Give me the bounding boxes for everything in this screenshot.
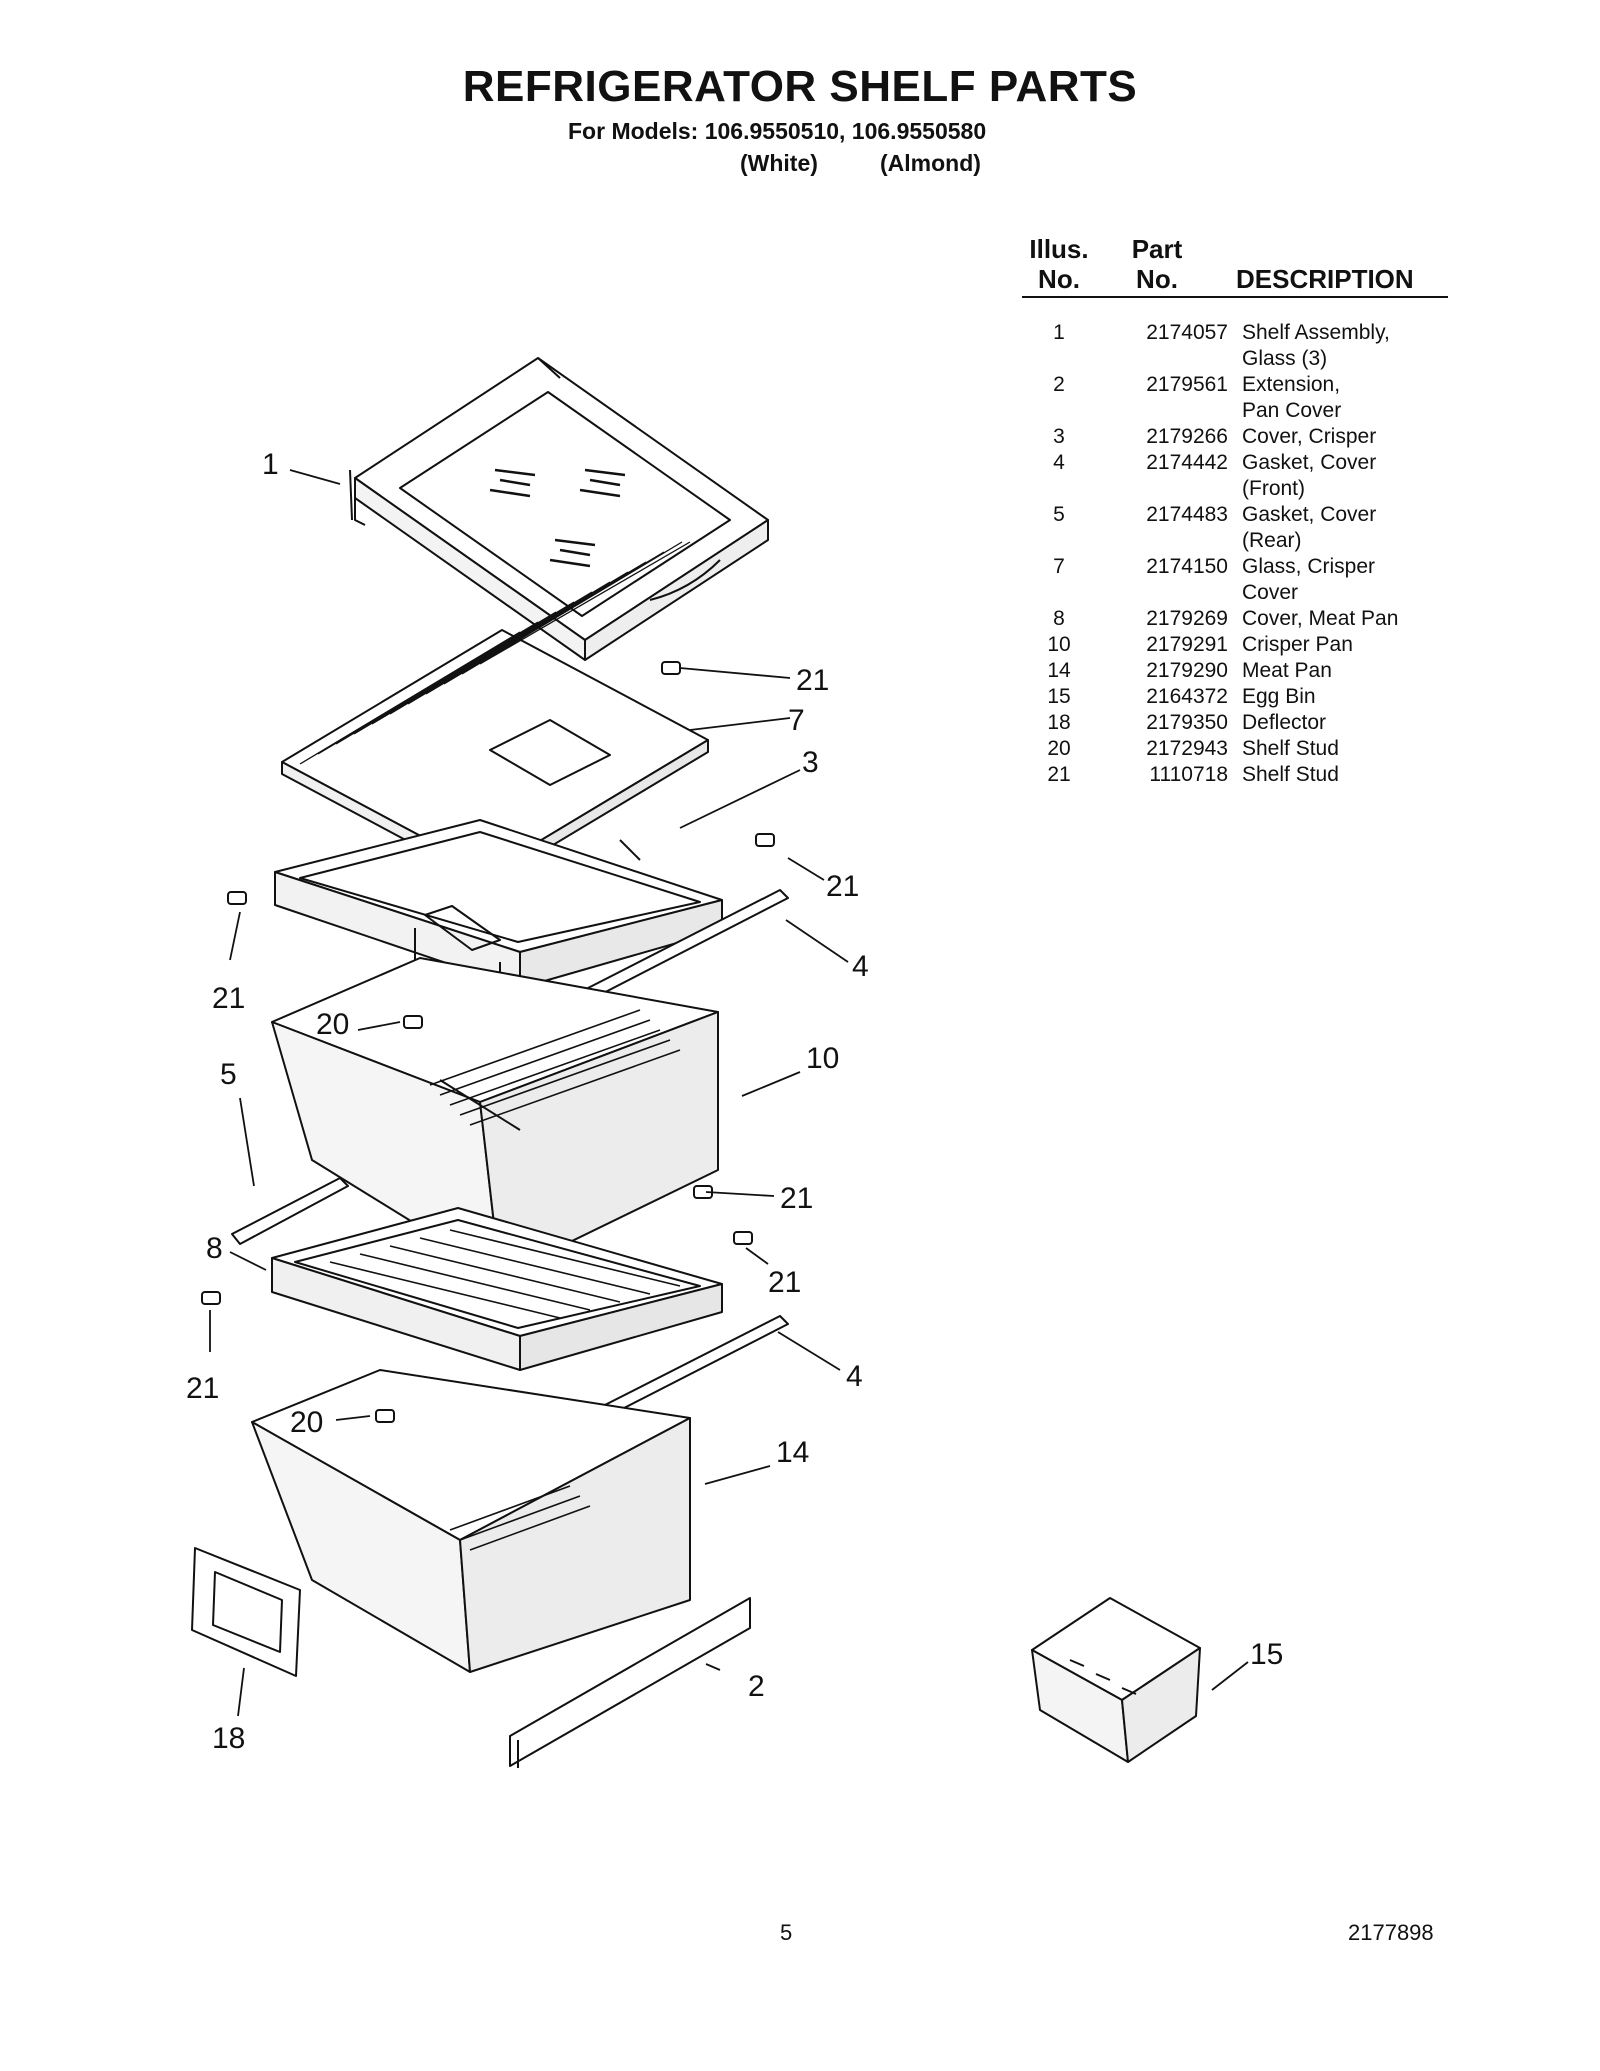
part-no: 2179350 <box>1146 711 1228 734</box>
callout-label: 21 <box>796 664 829 697</box>
callout-label: 18 <box>212 1722 245 1755</box>
part-description: Egg Bin <box>1242 685 1316 708</box>
part-description: Gasket, Cover (Rear) <box>1242 503 1377 552</box>
callout-label: 4 <box>852 950 869 983</box>
illus-no: 5 <box>1053 503 1065 526</box>
callout-label: 3 <box>802 746 819 779</box>
part-no: 2179290 <box>1146 659 1228 682</box>
part-description: Cover, Meat Pan <box>1242 607 1399 630</box>
callout-label: 5 <box>220 1058 237 1091</box>
variant-white: (White) <box>740 150 818 176</box>
illus-no: 21 <box>1047 763 1071 786</box>
illus-no: 18 <box>1047 711 1071 734</box>
illus-no: 20 <box>1047 737 1071 760</box>
col-illus-header-2: No. <box>1038 264 1080 294</box>
meat-pan-cover-drawing <box>271 1207 723 1371</box>
shelf-assembly-drawing <box>349 357 769 661</box>
illus-no: 10 <box>1047 633 1071 656</box>
table-header-rule <box>1022 296 1448 298</box>
part-no: 2179561 <box>1146 373 1228 396</box>
part-no: 2174442 <box>1146 451 1228 474</box>
part-no: 2172943 <box>1146 737 1228 760</box>
illus-no: 8 <box>1053 607 1065 630</box>
part-no: 2174150 <box>1146 555 1228 578</box>
illus-no: 15 <box>1047 685 1071 708</box>
part-description: Gasket, Cover (Front) <box>1242 451 1377 500</box>
part-description: Crisper Pan <box>1242 633 1353 656</box>
callout-label: 20 <box>316 1008 349 1041</box>
part-description: Shelf Assembly, Glass (3) <box>1242 321 1390 370</box>
col-illus-header-1: Illus. <box>1029 234 1089 264</box>
part-no: 2174483 <box>1146 503 1228 526</box>
callout-label: 15 <box>1250 1638 1283 1671</box>
gasket-rear-drawing <box>231 1177 349 1245</box>
illus-no: 3 <box>1053 425 1065 448</box>
part-no: 2179291 <box>1146 633 1228 656</box>
callout-label: 20 <box>290 1406 323 1439</box>
col-part-header-1: Part <box>1131 234 1183 264</box>
part-description: Deflector <box>1242 711 1327 734</box>
part-description: Shelf Stud <box>1242 737 1339 760</box>
part-no: 2164372 <box>1146 685 1228 708</box>
meat-pan-drawing <box>251 1369 691 1673</box>
callout-label: 21 <box>768 1266 801 1299</box>
callout-label: 21 <box>780 1182 813 1215</box>
callout-label: 7 <box>788 704 805 737</box>
doc-number: 2177898 <box>1348 1920 1434 1945</box>
part-description: Shelf Stud <box>1242 763 1339 786</box>
shelf-studs-drawing <box>201 661 775 1423</box>
pan-cover-extension-drawing <box>509 1597 751 1768</box>
callout-label: 21 <box>212 982 245 1015</box>
part-description: Glass, Crisper Cover <box>1242 555 1376 604</box>
part-no: 2179269 <box>1146 607 1228 630</box>
part-description: Extension, Pan Cover <box>1242 373 1342 422</box>
callout-label: 14 <box>776 1436 809 1469</box>
illus-no: 1 <box>1053 321 1065 344</box>
page-title: REFRIGERATOR SHELF PARTS <box>462 62 1138 111</box>
part-no: 2174057 <box>1146 321 1228 344</box>
part-no: 2179266 <box>1146 425 1228 448</box>
callout-label: 21 <box>826 870 859 903</box>
part-description: Cover, Crisper <box>1242 425 1377 448</box>
deflector-drawing <box>191 1547 301 1677</box>
col-part-header-2: No. <box>1136 264 1178 294</box>
illus-no: 4 <box>1053 451 1065 474</box>
col-description-header: DESCRIPTION <box>1236 264 1414 294</box>
variant-almond: (Almond) <box>880 150 981 176</box>
illus-no: 2 <box>1053 373 1065 396</box>
callout-label: 10 <box>806 1042 839 1075</box>
callout-label: 21 <box>186 1372 219 1405</box>
callout-label: 4 <box>846 1360 863 1393</box>
illus-no: 7 <box>1053 555 1065 578</box>
illus-no: 14 <box>1047 659 1071 682</box>
callout-label: 8 <box>206 1232 223 1265</box>
page-number: 5 <box>780 1920 793 1945</box>
part-no: 1110718 <box>1149 763 1228 786</box>
callout-label: 2 <box>748 1670 765 1703</box>
leader-lines <box>209 469 1249 1717</box>
part-description: Meat Pan <box>1242 659 1332 682</box>
egg-bin-drawing <box>1031 1597 1201 1763</box>
callout-label: 1 <box>262 448 279 481</box>
models-line: For Models: 106.9550510, 106.9550580 <box>568 118 987 144</box>
